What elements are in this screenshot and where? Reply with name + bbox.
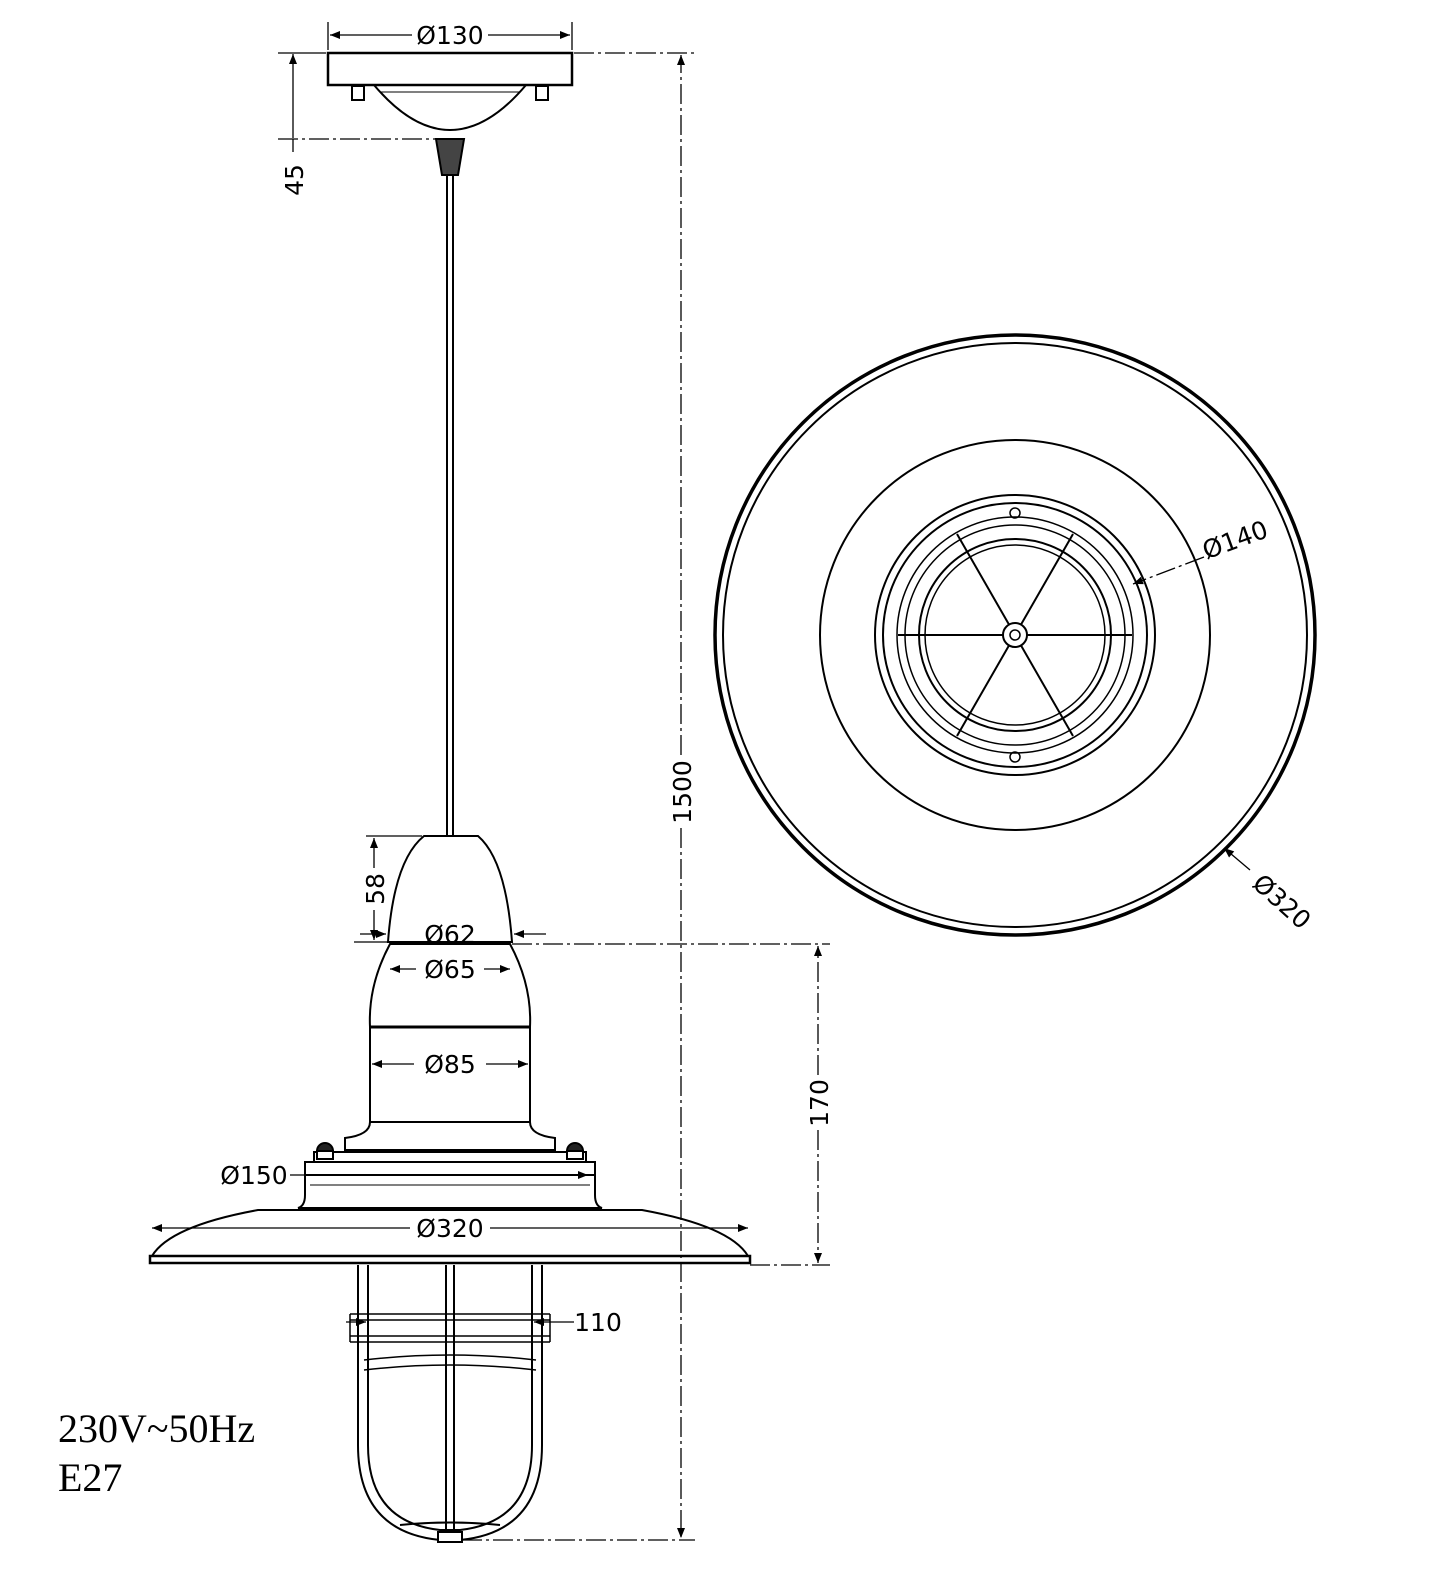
dimension-lines bbox=[152, 22, 1251, 1541]
lamp-holder bbox=[344, 943, 556, 1151]
dim-cage-diameter-top: Ø140 bbox=[1198, 515, 1271, 565]
dim-holder-top-diameter: Ø65 bbox=[424, 955, 476, 984]
dim-shade-diameter-top: Ø320 bbox=[1247, 868, 1316, 935]
top-cap bbox=[386, 835, 514, 943]
dim-top-cap-diameter: Ø62 bbox=[424, 920, 476, 949]
dim-canopy-diameter: Ø130 bbox=[416, 21, 483, 50]
socket-spec: E27 bbox=[58, 1455, 123, 1500]
dim-holder-body-diameter: Ø85 bbox=[424, 1050, 476, 1079]
cord bbox=[434, 138, 466, 835]
dim-lamp-height: 170 bbox=[805, 1079, 834, 1127]
dim-cage-width: 110 bbox=[574, 1308, 622, 1337]
base-ring bbox=[297, 1142, 603, 1209]
cage bbox=[349, 1265, 551, 1543]
dimension-labels: Ø130 45 1500 58 Ø62 Ø65 Ø85 Ø150 Ø320 11… bbox=[220, 21, 1316, 1337]
dim-base-ring-diameter: Ø150 bbox=[220, 1161, 287, 1190]
voltage-spec: 230V~50Hz bbox=[58, 1406, 256, 1451]
dim-shade-diameter: Ø320 bbox=[416, 1214, 483, 1243]
top-view bbox=[713, 333, 1317, 937]
dim-total-length: 1500 bbox=[668, 760, 697, 824]
ceiling-canopy bbox=[326, 51, 574, 131]
dim-canopy-height: 45 bbox=[280, 164, 309, 196]
side-view bbox=[148, 51, 752, 1543]
dim-top-cap-height: 58 bbox=[361, 873, 390, 905]
